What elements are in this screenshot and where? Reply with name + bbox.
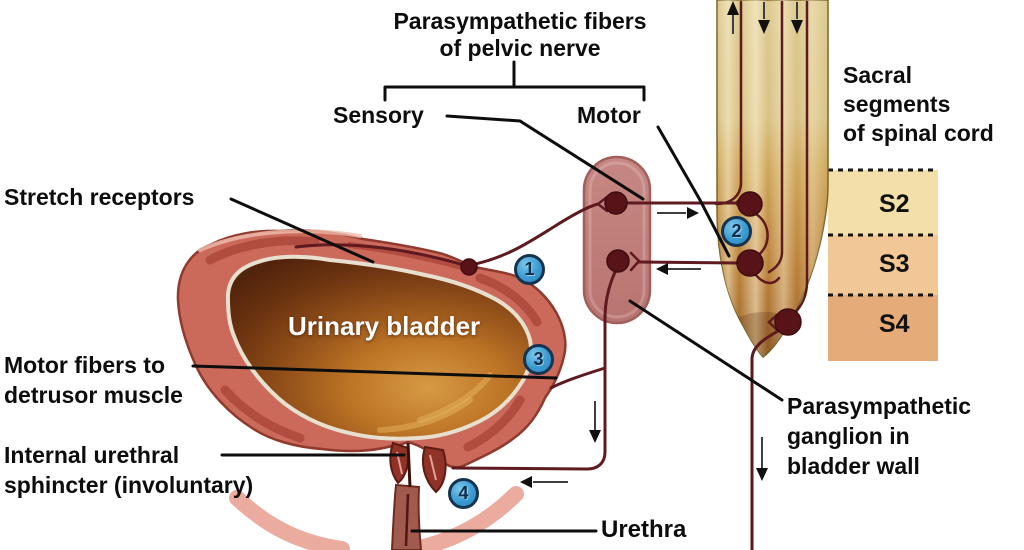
figure-title: Parasympathetic fibers of pelvic nerve <box>360 8 680 62</box>
cord-caption-line-3: of spinal cord <box>843 120 994 146</box>
label-leader-lines <box>191 60 784 533</box>
internal-urethral-sphincter <box>389 441 447 494</box>
right-arrowhead <box>687 207 699 219</box>
impulse-arrows <box>520 1 803 488</box>
ganglion-soma-sensory <box>604 191 628 215</box>
left-arrowhead <box>656 263 668 275</box>
urethra-tube <box>390 442 423 550</box>
left-arrowhead <box>520 476 532 488</box>
cord-soma-3 <box>774 308 802 336</box>
cavity-highlights <box>377 372 493 433</box>
cord-caption: Sacral segments of spinal cord <box>843 61 994 148</box>
interneuron-loop-2 <box>753 272 781 285</box>
motor-fibers-leader <box>191 364 558 380</box>
motor-leader <box>656 125 731 258</box>
sphincter-line-1: Internal urethral <box>4 442 180 468</box>
sensory-label: Sensory <box>333 102 424 128</box>
descending-fiber-2 <box>793 0 809 315</box>
sensory-fiber-to-ganglion <box>469 202 600 267</box>
motor-fibers-label: Motor fibers to detrusor muscle <box>4 350 183 410</box>
down-arrowhead <box>589 430 601 443</box>
title-line-2: of pelvic nerve <box>439 35 601 61</box>
neuron-somata <box>460 191 802 336</box>
stretch-receptor-dot <box>460 258 478 276</box>
synapse-fork <box>629 251 641 272</box>
motor-fiber-s4-descending <box>750 329 780 550</box>
cord-caption-line-2: segments <box>843 91 951 117</box>
segment-label-s3: S3 <box>879 250 910 278</box>
sphincter-line-2: sphincter (involuntary) <box>4 472 254 498</box>
parasympathetic-ganglion-capsule <box>582 155 652 325</box>
down-arrowhead <box>756 468 768 481</box>
bladder-cavity <box>225 254 534 441</box>
segment-label-s4: S4 <box>879 310 910 338</box>
motor-fiber-to-sphincter <box>451 270 617 471</box>
urinary-bladder-label: Urinary bladder <box>288 311 481 341</box>
cord-soma-1 <box>737 191 763 217</box>
stretch-receptors-leader <box>229 197 375 264</box>
cord-caption-line-1: Sacral <box>843 62 913 88</box>
sensory-leader <box>445 114 645 201</box>
step-badge-3: 3 <box>523 344 554 375</box>
motor-fiber-cord-to-ganglion <box>637 260 739 265</box>
spinal-cord <box>716 0 829 359</box>
step-badge-1: 1 <box>514 254 545 285</box>
step-badge-2: 2 <box>721 216 752 247</box>
down-arrowhead <box>791 20 803 34</box>
motor-fibers-line-1: Motor fibers to <box>4 352 165 378</box>
down-arrowhead <box>758 20 770 34</box>
ganglion-line-3: bladder wall <box>787 453 920 479</box>
ascending-fiber <box>714 0 743 206</box>
pelvic-nerve-bracket <box>383 60 646 102</box>
sphincter-label: Internal urethral sphincter (involuntary… <box>4 440 253 500</box>
descending-fiber-1 <box>767 0 784 274</box>
bladder-outer-highlight <box>198 229 362 252</box>
title-line-1: Parasympathetic fibers <box>393 8 647 34</box>
ganglion-line-2: ganglion in <box>787 423 910 449</box>
urethra-label: Urethra <box>601 516 687 543</box>
urinary-bladder <box>176 228 567 550</box>
synapse-fork <box>595 195 609 213</box>
nerve-fibers <box>294 0 809 550</box>
ganglion-soma-motor <box>606 249 630 273</box>
motor-fibers-line-2: detrusor muscle <box>4 382 183 408</box>
stretch-receptors-label: Stretch receptors <box>4 184 195 210</box>
up-arrowhead <box>727 1 739 15</box>
step-badge-4: 4 <box>448 478 479 509</box>
motor-label: Motor <box>577 102 641 128</box>
cord-soma-2 <box>736 249 764 277</box>
ganglion-label: Parasympathetic ganglion in bladder wall <box>787 391 971 481</box>
sensory-fiber-bladder-wall <box>294 243 466 267</box>
ganglion-leader <box>628 299 784 402</box>
motor-fiber-to-detrusor <box>549 366 607 390</box>
synapse-fork <box>767 313 779 332</box>
ganglion-line-1: Parasympathetic <box>787 393 972 419</box>
segment-label-s2: S2 <box>879 190 910 218</box>
sacral-segment-bands <box>828 168 938 361</box>
